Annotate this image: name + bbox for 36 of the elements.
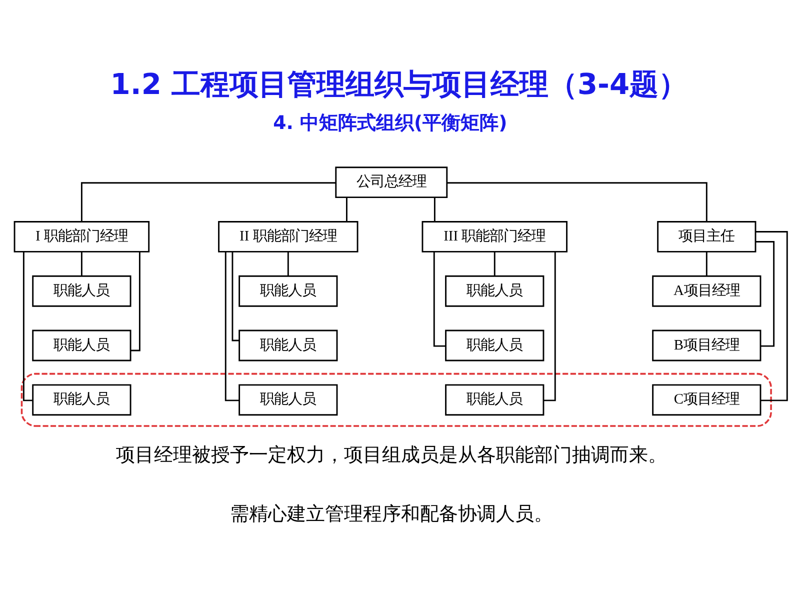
connector — [433, 252, 446, 347]
connector — [706, 252, 708, 276]
node-box: 公司总经理 — [335, 166, 448, 198]
node-box: A项目经理 — [652, 275, 762, 307]
connector — [447, 182, 708, 222]
label: 项目经理被授予一定权力，项目组成员是从各职能部门抽调而来。 — [116, 444, 667, 466]
node-box: I 职能部门经理 — [14, 221, 150, 252]
cluster — [20, 372, 772, 427]
connector — [756, 231, 788, 402]
connector — [346, 197, 348, 222]
node-box: 职能人员 — [32, 275, 132, 307]
node-box: 职能人员 — [238, 275, 338, 307]
node-box: C项目经理 — [652, 384, 762, 416]
diagram-title: 1.2 工程项目管理组织与项目经理（3-4题） — [110, 66, 688, 101]
connector — [232, 252, 240, 342]
connector — [80, 182, 336, 222]
node-box: 职能人员 — [445, 275, 544, 307]
connector — [544, 252, 556, 402]
connector — [494, 252, 496, 276]
node-box: II 职能部门经理 — [218, 221, 358, 252]
node-box: 项目主任 — [657, 221, 756, 252]
node-box: 职能人员 — [32, 330, 132, 362]
connector — [130, 252, 140, 352]
node-box: 职能人员 — [445, 384, 544, 416]
connector — [287, 252, 289, 276]
connector — [22, 252, 33, 402]
node-box: 职能人员 — [445, 330, 544, 362]
node-box: 职能人员 — [238, 330, 338, 362]
label: 需精心建立管理程序和配备协调人员。 — [230, 502, 553, 525]
connector — [80, 252, 82, 276]
node-box: 职能人员 — [238, 384, 338, 416]
connector — [434, 197, 436, 222]
node-box: 职能人员 — [32, 384, 132, 416]
node-box: B项目经理 — [652, 330, 762, 362]
node-box: III 职能部门经理 — [422, 221, 568, 252]
label: 4. 中矩阵式组织(平衡矩阵) — [273, 112, 508, 134]
